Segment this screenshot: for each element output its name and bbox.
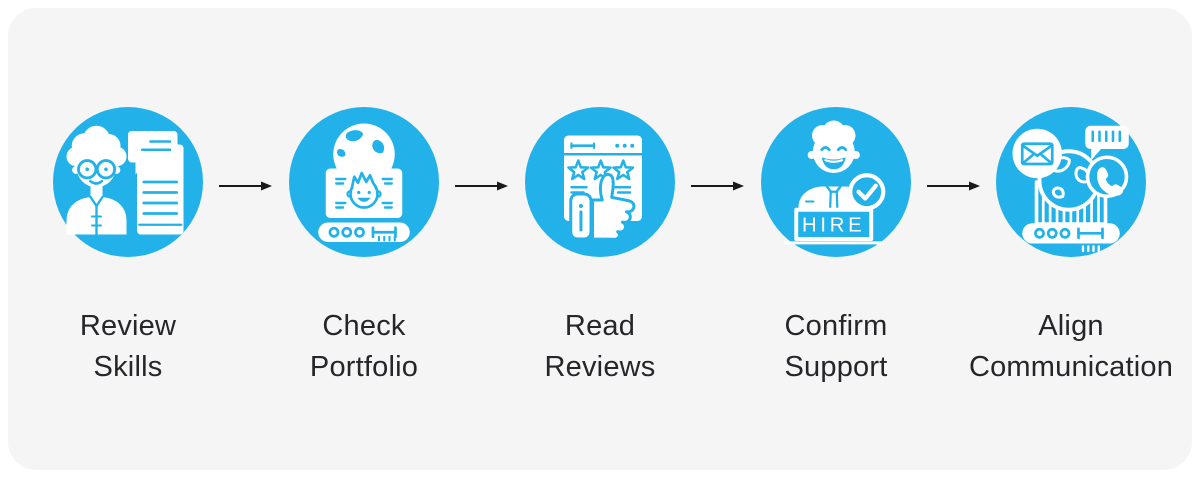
person-resume-icon [66,125,184,236]
arrow-right-icon [455,181,508,191]
star-rating-thumbs-up-icon [562,135,644,241]
step-label-align-communication: Align Communication [969,306,1173,388]
step-label-line: Align [1038,310,1104,342]
step-label-line: Review [79,310,177,342]
step-label-line: Skills [93,351,163,383]
step-circle-check-portfolio [289,107,439,257]
step-label-line: Communication [968,351,1174,383]
step-label-line: Support [784,351,888,383]
step-circle-align-communication [996,107,1146,257]
step-label-read-reviews: Read Reviews [545,306,656,388]
step-label-line: Confirm [784,310,888,342]
laptop-globe-portfolio-icon [318,123,410,242]
step-label-line: Reviews [544,351,656,383]
arrow-right-icon [927,181,980,191]
step-circle-review-skills [53,107,203,257]
step-label-check-portfolio: Check Portfolio [310,306,418,388]
step-circle-confirm-support: HIRE [761,107,911,257]
hire-agent-check-icon: HIRE [783,120,886,245]
hire-sign-text: HIRE [802,215,865,237]
step-circle-read-reviews [525,107,675,257]
arrow-right-icon [691,181,744,191]
step-label-confirm-support: Confirm Support [785,306,888,388]
communication-channels-icon [1012,125,1129,253]
step-label-line: Portfolio [309,351,419,383]
step-label-line: Read [564,310,636,342]
step-label-review-skills: Review Skills [80,306,176,388]
step-label-line: Check [322,310,406,342]
arrow-right-icon [219,181,272,191]
